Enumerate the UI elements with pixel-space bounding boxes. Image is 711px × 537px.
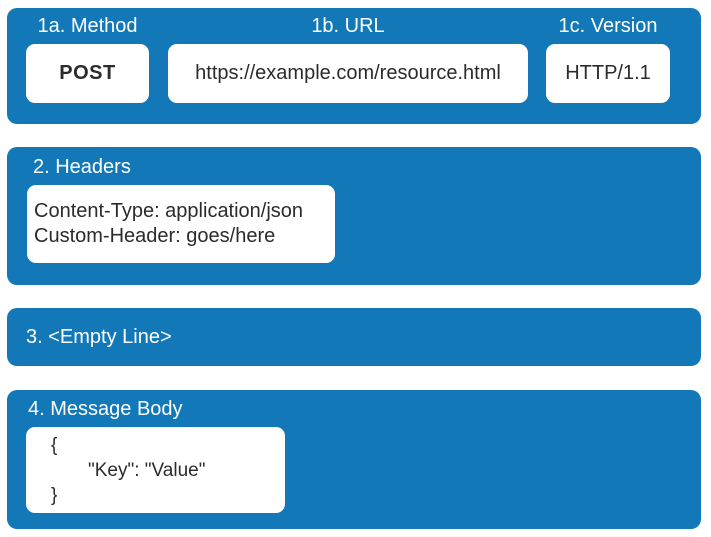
version-column: 1c. Version HTTP/1.1 <box>546 12 670 124</box>
version-box: HTTP/1.1 <box>546 44 670 103</box>
headers-label: 2. Headers <box>33 156 131 178</box>
message-body-box: { "Key": "Value" } <box>26 427 285 513</box>
url-value: https://example.com/resource.html <box>195 62 501 84</box>
method-label: 1a. Method <box>37 15 138 37</box>
version-value: HTTP/1.1 <box>565 62 651 84</box>
method-column: 1a. Method POST <box>26 12 149 124</box>
body-line: { <box>51 435 58 456</box>
header-line: Content-Type: application/json <box>34 200 304 222</box>
url-label: 1b. URL <box>311 15 385 37</box>
request-line-section: 1a. Method POST 1b. URL https://example.… <box>7 8 701 124</box>
headers-box: Content-Type: application/json Custom-He… <box>27 185 335 263</box>
version-label: 1c. Version <box>558 15 658 37</box>
url-column: 1b. URL https://example.com/resource.htm… <box>168 12 528 124</box>
method-box: POST <box>26 44 149 103</box>
header-line: Custom-Header: goes/here <box>34 225 276 247</box>
message-body-label: 4. Message Body <box>28 398 183 420</box>
empty-line-section: 3. <Empty Line> <box>7 308 701 366</box>
message-body-section: 4. Message Body { "Key": "Value" } <box>7 390 701 529</box>
body-line: } <box>51 485 58 506</box>
method-value: POST <box>59 62 116 84</box>
url-box: https://example.com/resource.html <box>168 44 528 103</box>
headers-section: 2. Headers Content-Type: application/jso… <box>7 147 701 285</box>
body-line: "Key": "Value" <box>88 460 206 481</box>
empty-line-label: 3. <Empty Line> <box>26 326 172 348</box>
